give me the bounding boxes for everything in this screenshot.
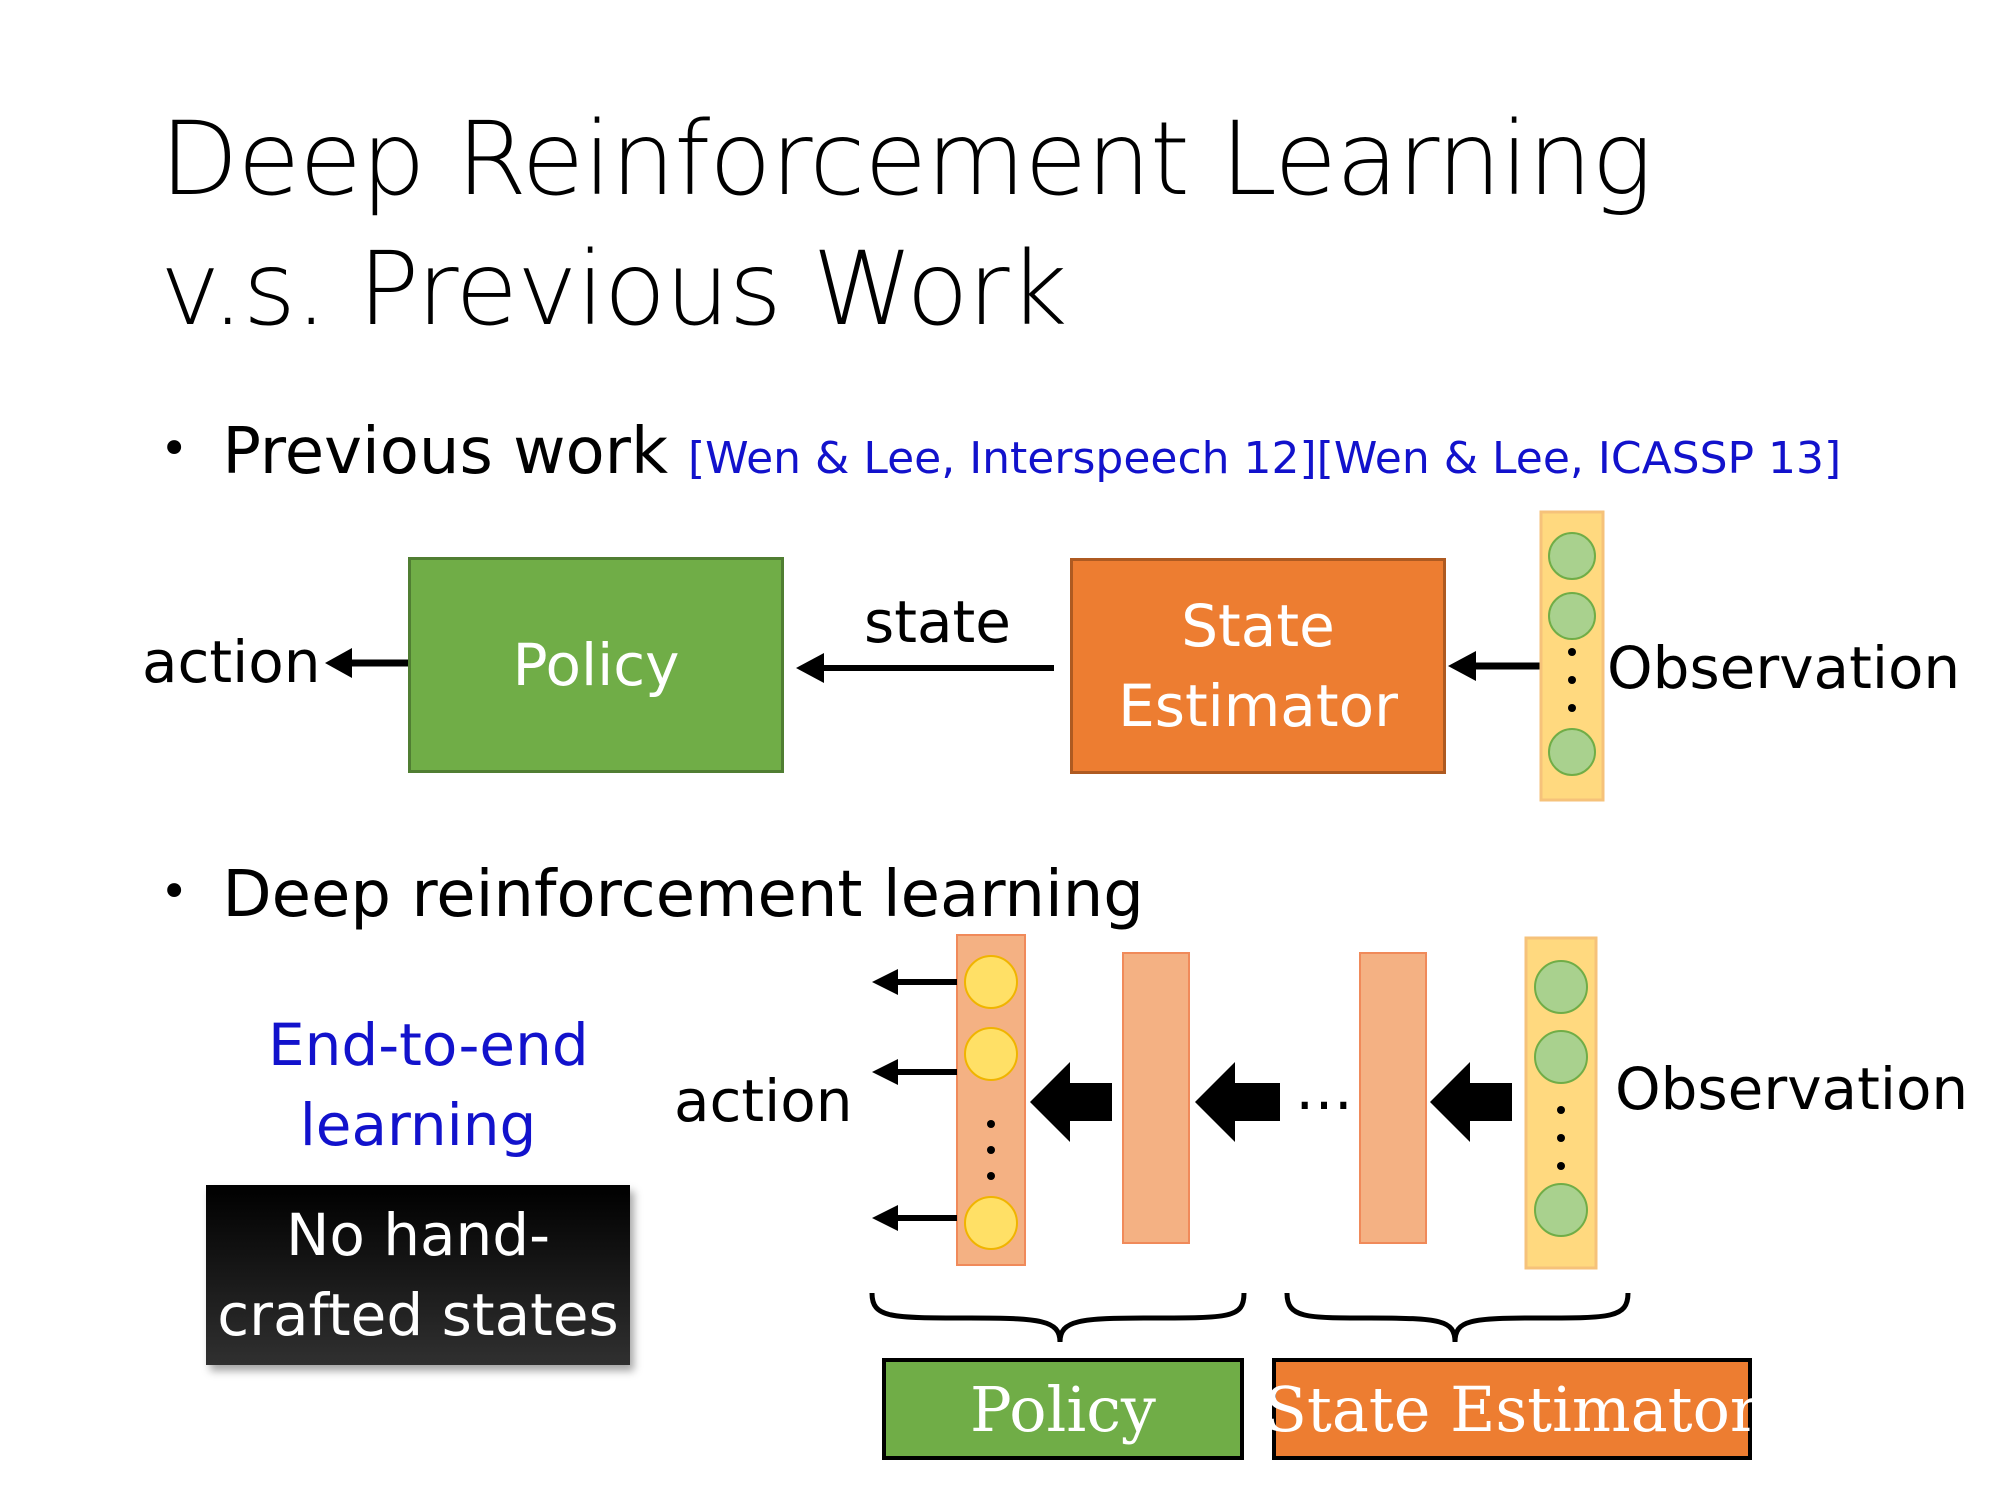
block-arrow (1430, 1062, 1512, 1142)
arrow-to-action (325, 648, 408, 678)
end-to-end-label: End-to-end learning (268, 1005, 589, 1165)
estimator-line-1: State (1181, 592, 1335, 660)
title-line-2: v.s. Previous Work (160, 230, 1068, 349)
reference-citation: [Wen & Lee, Interspeech 12][Wen & Lee, I… (688, 433, 1842, 484)
node-circle (1534, 1183, 1588, 1237)
action-label: action (142, 628, 321, 696)
policy-box-label: Policy (512, 631, 680, 699)
observation-label: Observation (1607, 634, 1961, 702)
state-estimator-box: State Estimator (1070, 558, 1446, 774)
output-arrows (872, 969, 957, 1231)
arrow-observation-to-estimator (1448, 651, 1540, 681)
node-circle (1534, 960, 1588, 1014)
no-hand-line-1: No hand- (285, 1201, 551, 1269)
node-circle (1534, 1030, 1588, 1084)
state-estimator-brace (1284, 1292, 1631, 1343)
end-to-end-line-1: End-to-end (268, 1011, 589, 1079)
bottom-state-estimator-box: State Estimator (1264, 1358, 1760, 1460)
hidden-layer (1122, 952, 1190, 1244)
end-to-end-line-2: learning (299, 1091, 537, 1159)
bullet-text: Deep reinforcement learning (222, 858, 1144, 932)
bottom-observation-label: Observation (1615, 1055, 1969, 1123)
node-circle (1548, 592, 1596, 640)
estimator-line-2: Estimator (1118, 672, 1398, 740)
hidden-layer (1359, 952, 1427, 1244)
no-hand-line-2: crafted states (217, 1281, 619, 1349)
no-handcrafted-states-box: No hand- crafted states (206, 1185, 630, 1365)
bullet-text: Previous work (222, 415, 668, 489)
bullet-dot: • (160, 864, 189, 920)
slide-title: Deep Reinforcement Learning v.s. Previou… (160, 95, 1653, 355)
policy-box: Policy (408, 557, 784, 773)
top-observation-vector (1539, 510, 1605, 802)
node-circle (1548, 532, 1596, 580)
output-layer (956, 934, 1026, 1266)
title-line-1: Deep Reinforcement Learning (160, 100, 1653, 219)
block-arrow (1195, 1062, 1280, 1142)
state-label: state (864, 588, 1011, 656)
block-arrow (1030, 1062, 1112, 1142)
layers-ellipsis: … (1295, 1055, 1353, 1123)
bullet-previous-work: • Previous work [Wen & Lee, Interspeech … (160, 415, 1841, 489)
output-node (964, 1027, 1018, 1081)
policy-brace (869, 1292, 1247, 1343)
arrow-state-to-policy (796, 653, 1054, 683)
bullet-deep-rl: • Deep reinforcement learning (160, 858, 1144, 932)
bottom-policy-label: Policy (970, 1372, 1156, 1446)
bottom-action-label: action (674, 1067, 853, 1135)
bottom-policy-box: Policy (882, 1358, 1244, 1460)
bottom-observation-vector (1524, 936, 1598, 1270)
output-node (964, 1196, 1018, 1250)
bottom-state-estimator-label: State Estimator (1264, 1372, 1760, 1446)
output-node (964, 955, 1018, 1009)
node-circle (1548, 728, 1596, 776)
bullet-dot: • (160, 421, 189, 477)
